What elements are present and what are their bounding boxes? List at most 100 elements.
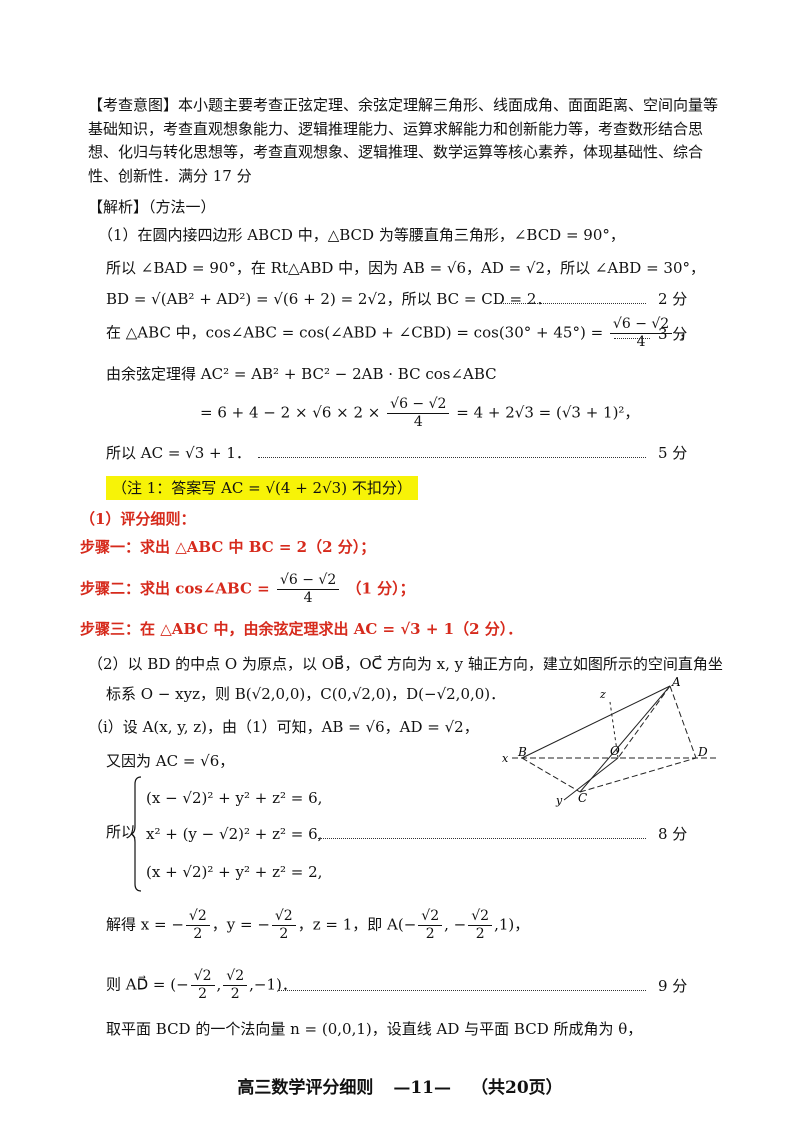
step2-text: 步骤二：求出 cos∠ABC = — [80, 579, 270, 598]
p2-line1: （2）以 BD 的中点 O 为原点，以 OB⃗，OC⃗ 方向为 x, y 轴正方… — [88, 655, 723, 673]
fraction-denominator: 4 — [413, 414, 423, 430]
fraction-denominator: 2 — [475, 926, 485, 942]
p1-line5: 由余弦定理得 AC² = AB² + BC² − 2AB · BC cos∠AB… — [106, 365, 497, 383]
brace-icon — [130, 776, 142, 892]
fraction-numerator: √2 — [271, 908, 296, 926]
equation-3: (x + √2)² + y² + z² = 2, — [146, 863, 323, 881]
p1-line6-text: = 6 + 4 − 2 × √6 × 2 × — [200, 403, 381, 422]
label-B: B — [517, 745, 527, 759]
p1-line4: 在 △ABC 中，cos∠ABC = cos(∠ABD + ∠CBD) = co… — [106, 316, 694, 351]
leader-dots — [318, 838, 646, 839]
p2-line3: （i）设 A(x, y, z)，由（1）可知，AB = √6，AD = √2， — [88, 718, 479, 736]
label-D: D — [697, 745, 708, 759]
label-z: z — [599, 688, 606, 701]
footer-page-number: —11— — [393, 1078, 451, 1098]
score-label: 2 分 — [658, 290, 688, 308]
fraction-numerator: √6 − √2 — [276, 572, 340, 590]
ab-line — [521, 685, 671, 759]
fraction-denominator: 2 — [198, 986, 208, 1002]
p1-line7: 所以 AC = √3 + 1． — [106, 444, 251, 462]
fraction-denominator: 4 — [303, 590, 313, 606]
fraction-numerator: √2 — [190, 968, 215, 986]
rubric-step3: 步骤三：在 △ABC 中，由余弦定理求出 AC = √3 + 1（2 分）． — [80, 620, 523, 638]
cd-dashed-line — [579, 757, 697, 793]
fraction-numerator: √2 — [468, 908, 493, 926]
fraction-denominator: 4 — [636, 334, 646, 350]
p2-line6-b: , — [216, 975, 222, 994]
system-prefix: 所以 — [106, 823, 137, 841]
footer-title: 高三数学评分细则 — [237, 1078, 374, 1098]
p1-line4-tail: ， — [679, 323, 695, 342]
intent-text: 本小题主要考查正弦定理、余弦定理解三角形、线面成角、面面距离、空间向量等基础知识… — [88, 96, 719, 185]
rubric-step1: 步骤一：求出 △ABC 中 BC = 2（2 分）； — [80, 538, 376, 556]
intent-paragraph: 【考查意图】本小题主要考查正弦定理、余弦定理解三角形、线面成角、面面距离、空间向… — [88, 94, 724, 188]
page-footer: 高三数学评分细则 —11— （共20页） — [0, 1073, 800, 1098]
fraction-numerator: √6 − √2 — [387, 396, 450, 414]
p2-line5-b: ，y = − — [211, 915, 270, 934]
score-label: 3 分 — [658, 325, 688, 343]
analysis-header: 【解析】（方法一） — [88, 198, 216, 216]
fraction-numerator: √2 — [223, 968, 248, 986]
footer-total-pages: （共20页） — [471, 1078, 563, 1098]
fraction-denominator: 2 — [193, 926, 203, 942]
label-A: A — [671, 676, 681, 689]
fraction-numerator: √2 — [185, 908, 210, 926]
step2-tail: （1 分）； — [346, 579, 415, 598]
p2-line5-c: ，z = 1，即 A(− — [297, 915, 417, 934]
score-label: 8 分 — [658, 825, 688, 843]
y-axis-line — [563, 757, 619, 801]
fraction-denominator: 2 — [425, 926, 435, 942]
p1-line2: 所以 ∠BAD = 90°，在 Rt△ABD 中，因为 AB = √6，AD =… — [106, 259, 705, 277]
p2-line7: 取平面 BCD 的一个法向量 n = (0,0,1)，设直线 AD 与平面 BC… — [106, 1020, 643, 1038]
p1-line1: （1）在圆内接四边形 ABCD 中，△BCD 为等腰直角三角形，∠BCD = 9… — [98, 226, 625, 244]
ad-dashed-line — [669, 685, 697, 759]
label-y: y — [555, 794, 563, 807]
leader-dots — [278, 990, 646, 991]
coordinate-figure: z A x B O D C y — [502, 676, 716, 807]
p2-line6-a: 则 AD⃗ = (− — [106, 975, 189, 994]
note-highlight: （注 1：答案写 AC = √(4 + 2√3) 不扣分） — [106, 476, 418, 500]
equation-2: x² + (y − √2)² + z² = 6, — [146, 825, 323, 843]
p2-line5-d: , − — [444, 915, 467, 934]
intent-header: 【考查意图】 — [88, 96, 179, 114]
p2-line5-e: ,1)， — [494, 915, 530, 934]
fraction-denominator: 2 — [230, 986, 240, 1002]
p1-line3: BD = √(AB² + AD²) = √(6 + 2) = 2√2，所以 BC… — [106, 290, 552, 308]
fraction-numerator: √2 — [418, 908, 443, 926]
p2-line6-c: ,−1)． — [249, 975, 297, 994]
p2-line5-a: 解得 x = − — [106, 915, 184, 934]
ac-line — [579, 685, 671, 793]
label-x: x — [502, 752, 509, 765]
leader-dots — [258, 457, 646, 458]
score-label: 9 分 — [658, 977, 688, 995]
rubric-title: （1）评分细则： — [80, 510, 196, 528]
score-label: 5 分 — [658, 444, 688, 462]
equation-1: (x − √2)² + y² + z² = 6, — [146, 789, 323, 807]
label-C: C — [578, 791, 587, 805]
p1-line6-tail: = 4 + 2√3 = (√3 + 1)²， — [456, 403, 640, 422]
leader-dots — [496, 303, 646, 304]
fraction-numerator: √6 − √2 — [609, 316, 673, 334]
ao-dashed-line — [617, 685, 671, 759]
leader-dots — [614, 338, 650, 339]
fraction-denominator: 2 — [279, 926, 289, 942]
p2-line4: 又因为 AC = √6， — [106, 752, 235, 770]
label-O: O — [610, 744, 620, 758]
p2-line2: 标系 O − xyz，则 B(√2,0,0)，C(0,√2,0)，D(−√2,0… — [106, 685, 506, 703]
bc-dashed-line — [521, 757, 581, 793]
p1-line4-text: 在 △ABC 中，cos∠ABC = cos(∠ABD + ∠CBD) = co… — [106, 323, 604, 342]
